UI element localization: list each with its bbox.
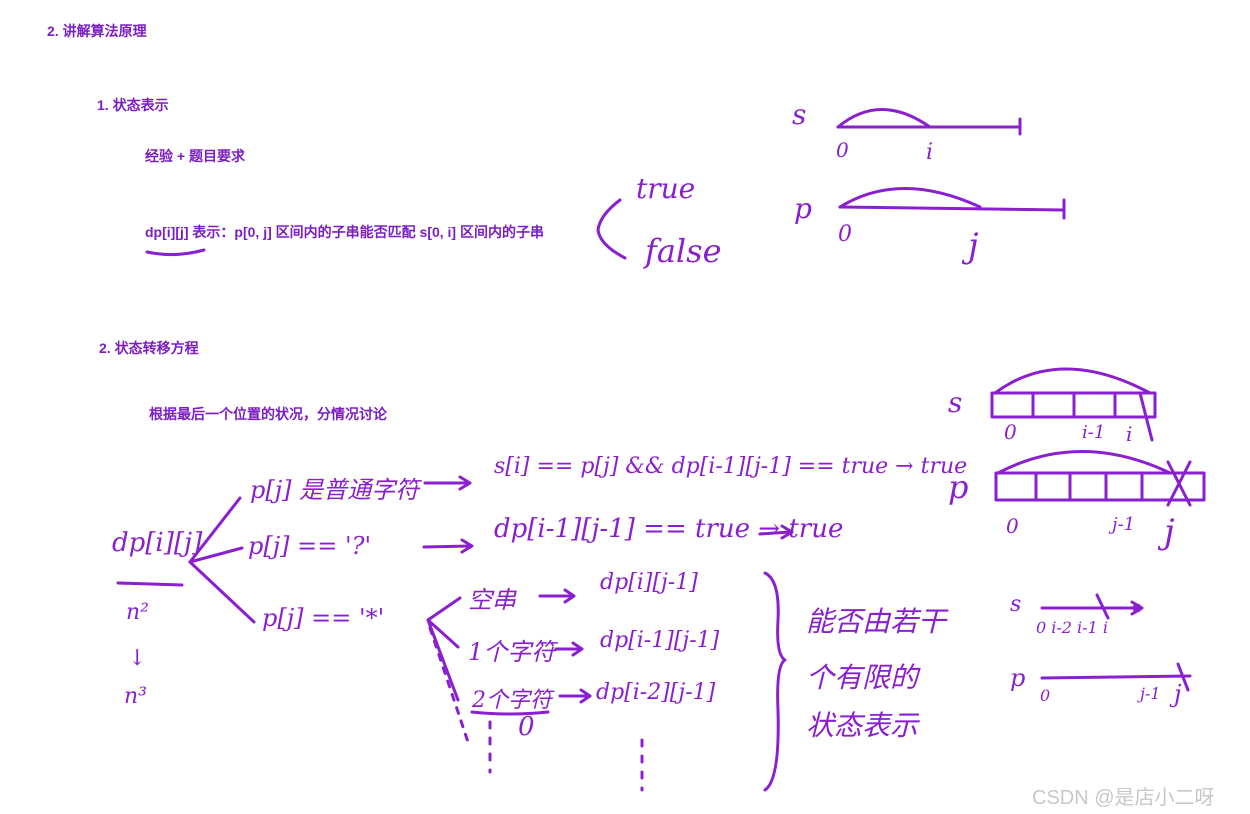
sub-empty-result: dp[i][j-1] [600,570,698,595]
note-line-3: 状态表示 [806,709,919,742]
sub-zero-label: 0 [518,712,535,742]
note-line-2: 个有限的 [806,661,919,694]
label-p-mid: p [948,468,969,506]
heading-state-transition: 2. 状态转移方程 [99,340,199,356]
label-s-top-zero: 0 [836,138,849,162]
heading-explain-algorithm: 2. 讲解算法原理 [47,23,147,39]
sub-two-char: 2个字符 [472,688,552,713]
label-p-mid-zero: 0 [1006,514,1019,538]
heading-state-representation: 1. 状态表示 [97,97,169,113]
note-line-1: 能否由若干 [806,605,947,638]
case-question-result: dp[i-1][j-1] == true → true [494,514,844,544]
label-s-mid-i-minus-1: i-1 [1082,422,1106,443]
label-true: true [636,172,696,205]
label-n-cubed: n³ [124,684,147,709]
label-p-mid-j-minus-1: j-1 [1112,514,1136,535]
case-ordinary-result: s[i] == p[j] && dp[i-1][j-1] == true → t… [494,454,968,479]
label-p-mid-j: j [1164,512,1175,552]
label-p-bottom-j: j [1174,680,1182,708]
label-p-bottom-j-minus-1: j-1 [1140,684,1161,703]
label-p-top-zero: 0 [838,222,852,247]
case-star: p[j] == '*' [262,604,385,632]
sub-one-result: dp[i-1][j-1] [600,628,720,653]
label-p-bottom-zero: 0 [1040,686,1051,705]
label-s-mid-zero: 0 [1004,420,1017,444]
label-s-bottom: s [1010,592,1022,617]
sub-empty-string: 空串 [468,586,516,614]
case-question-mark: p[j] == '?' [248,532,372,560]
label-dp-ij: dp[i][j] [112,528,203,558]
case-ordinary-char: p[j] 是普通字符 [250,476,420,504]
watermark: CSDN @是店小二呀 [1032,787,1215,809]
label-n-squared: n² [126,600,149,625]
label-false: false [645,232,722,270]
label-s-top-i: i [926,140,934,165]
label-s-bottom-ticks: 0 i-2 i-1 i [1036,618,1108,637]
text-last-position-cases: 根据最后一个位置的状况，分情况讨论 [149,406,387,422]
label-p-bottom: p [1010,664,1026,692]
label-p-top: p [794,192,812,225]
text-experience: 经验 + 题目要求 [145,148,245,164]
label-s-top: s [792,98,807,131]
text-dp-definition: dp[i][j] 表示：p[0, j] 区间内的子串能否匹配 s[0, i] 区… [145,224,544,240]
sub-one-char: 1个字符 [468,638,556,666]
label-p-top-j: j [968,226,979,266]
sub-two-result: dp[i-2][j-1] [596,680,716,705]
label-arrow-down: ↓ [128,646,147,671]
label-s-mid-i: i [1126,422,1133,446]
label-s-mid: s [948,386,963,419]
